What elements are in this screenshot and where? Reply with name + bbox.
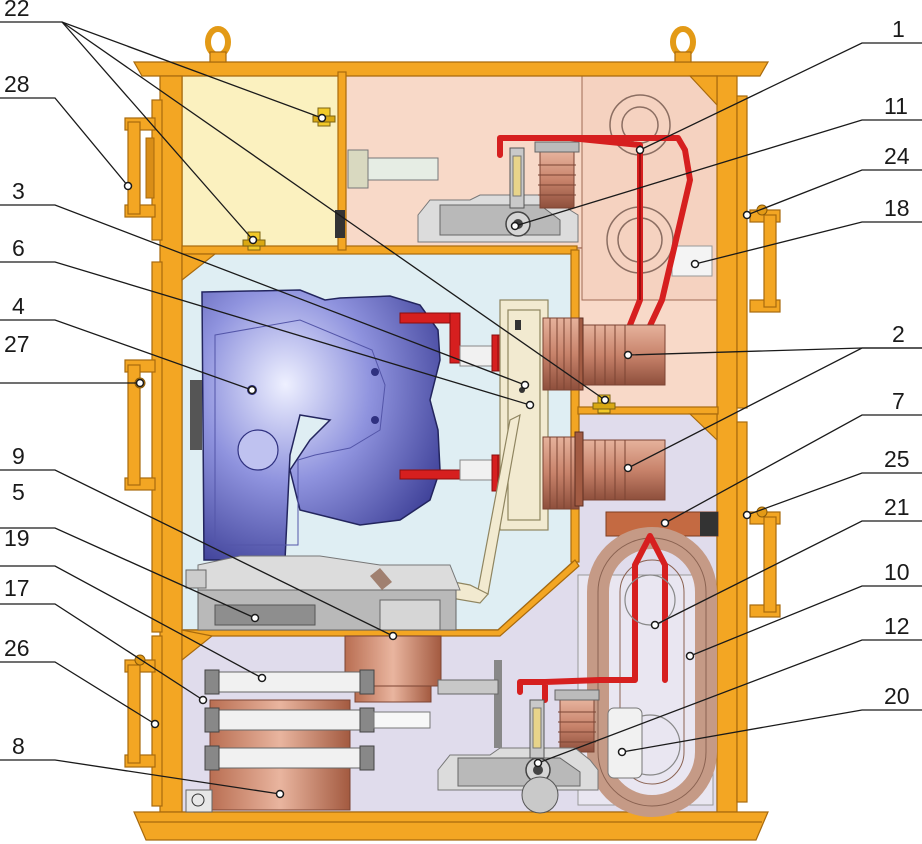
lower-post-insulator xyxy=(554,689,600,753)
bushing-upper xyxy=(542,317,580,391)
label-10: 10 xyxy=(884,559,910,585)
handle-25 xyxy=(749,506,781,618)
label-12: 12 xyxy=(884,613,910,639)
label-17: 17 xyxy=(4,575,30,601)
label-6: 6 xyxy=(12,235,25,261)
side-handles xyxy=(124,117,781,768)
label-25: 25 xyxy=(884,446,910,472)
label-7: 7 xyxy=(892,388,905,414)
labels-left: 22 28 3 6 4 27 9 5 19 17 26 8 xyxy=(4,0,30,759)
left-flange-middle xyxy=(151,261,163,633)
bushing-lower xyxy=(542,436,580,510)
label-8: 8 xyxy=(12,733,25,759)
label-2: 2 xyxy=(892,321,905,347)
rear-bushing-lower xyxy=(574,431,666,507)
cabinet-frame xyxy=(132,26,770,841)
relay-equipment xyxy=(242,107,439,251)
label-22: 22 xyxy=(4,0,30,21)
gusset-2 xyxy=(181,629,214,662)
handle-27 xyxy=(124,359,156,491)
handle-28 xyxy=(124,117,156,218)
base-channel xyxy=(133,811,769,841)
label-11: 11 xyxy=(884,93,908,119)
partition-busbar-cable xyxy=(577,406,719,415)
breaker-body xyxy=(201,289,441,561)
leader-lines xyxy=(0,21,922,795)
right-post xyxy=(716,75,738,813)
lifting-eye-left xyxy=(205,26,231,63)
gusset-3 xyxy=(688,75,718,107)
busbar-equipment xyxy=(417,94,713,391)
right-flange-lower xyxy=(736,421,748,803)
partition-relay xyxy=(337,71,347,251)
label-24: 24 xyxy=(884,143,910,169)
bars-19-17 xyxy=(204,669,431,771)
gusset-1 xyxy=(181,253,217,282)
breaker-truck xyxy=(185,555,461,631)
label-5: 5 xyxy=(12,479,25,505)
leader-dots xyxy=(123,113,752,799)
upper-copper-busbar xyxy=(497,135,693,333)
arrester-20 xyxy=(607,707,643,779)
top-channel xyxy=(132,61,770,77)
label-26: 26 xyxy=(4,635,30,661)
label-18: 18 xyxy=(884,195,910,221)
label-28: 28 xyxy=(4,71,30,97)
partition-breaker-rear xyxy=(570,249,580,563)
relay-compartment xyxy=(181,69,343,249)
circuit-breaker xyxy=(185,289,616,631)
label-19: 19 xyxy=(4,525,30,551)
lifting-eye-right xyxy=(670,26,696,63)
handle-24 xyxy=(749,204,781,313)
left-post xyxy=(159,75,183,813)
labels-right: 1 11 24 18 2 7 25 21 10 12 20 xyxy=(884,16,910,709)
handle-26 xyxy=(124,654,156,768)
label-9: 9 xyxy=(12,443,25,469)
label-20: 20 xyxy=(884,683,910,709)
label-3: 3 xyxy=(12,178,25,204)
gusset-4 xyxy=(688,413,718,442)
partition-breaker-top xyxy=(181,245,578,255)
label-27: 27 xyxy=(4,331,30,357)
label-1: 1 xyxy=(892,16,905,42)
label-21: 21 xyxy=(884,494,910,520)
upper-post-insulator xyxy=(534,141,580,209)
label-4: 4 xyxy=(12,293,25,319)
